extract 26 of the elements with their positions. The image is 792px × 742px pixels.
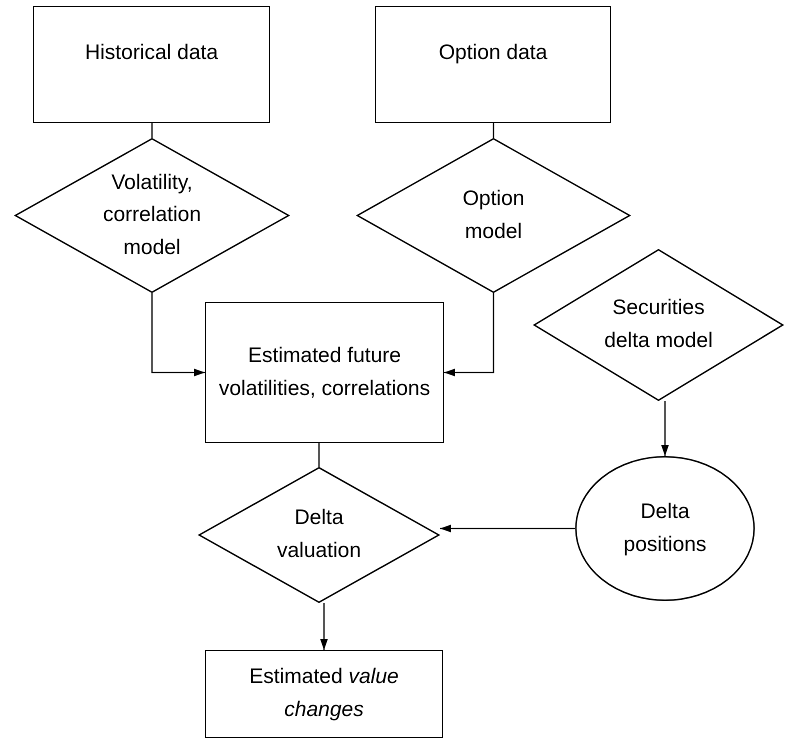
arrow <box>320 603 328 650</box>
node-label: Delta positions <box>622 498 708 558</box>
node-label: Estimated future volatilities, correlations <box>218 342 432 402</box>
connector-line <box>492 123 494 138</box>
arrow <box>661 401 669 456</box>
process-box <box>375 6 611 123</box>
process-box <box>205 650 443 738</box>
node-label: Delta valuation <box>276 505 362 564</box>
process-box <box>33 6 270 123</box>
decision-diamond <box>356 138 631 293</box>
node-label: Historical data <box>84 40 218 66</box>
node-label: Option model <box>462 186 526 244</box>
node-label: Option data <box>438 40 548 66</box>
decision-diamond <box>533 249 784 401</box>
decision-diamond <box>14 138 290 293</box>
connector-line <box>318 443 320 467</box>
node-label: Estimated value changes <box>248 664 400 723</box>
arrow <box>440 524 575 532</box>
decision-diamond <box>198 467 440 603</box>
arrow <box>151 293 205 376</box>
node-label: Securities delta model <box>603 295 714 354</box>
process-box <box>205 302 444 443</box>
node-label: Volatility, correlation model <box>102 170 202 261</box>
connector-line <box>151 123 153 138</box>
arrow <box>444 293 494 376</box>
data-ellipse <box>575 456 755 601</box>
